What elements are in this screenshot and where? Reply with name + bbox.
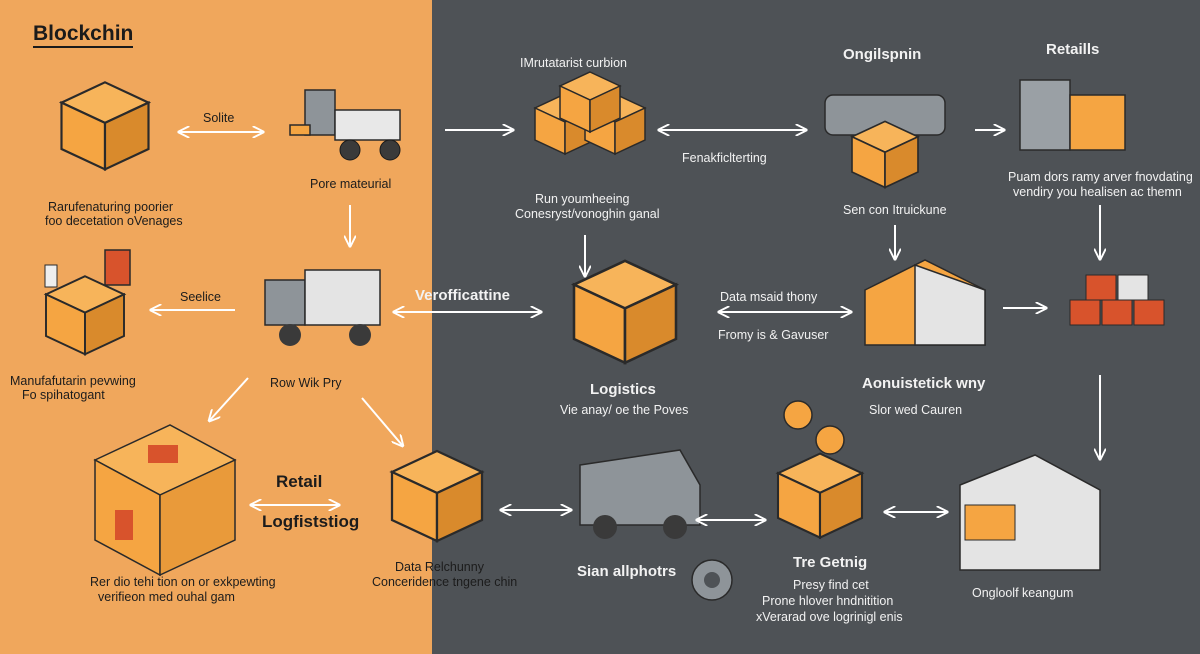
- label-data-rel-2: Conceridence tngene chin: [372, 575, 518, 589]
- label-sian: Sian allphotrs: [577, 563, 677, 580]
- warehouse-icon: [864, 259, 986, 346]
- label-retaills: Retaills: [1046, 41, 1100, 58]
- label-puam-2: vendiry you healisen ac themn: [1013, 185, 1182, 199]
- logistics-box-icon: [572, 259, 678, 365]
- cube-stack-icon: [390, 449, 484, 543]
- label-ongloolf: Ongloolf keangum: [972, 586, 1074, 600]
- label-manu-1: Manufafutarin pevwing: [10, 374, 136, 388]
- label-rer-2: verifieon med ouhal gam: [98, 590, 235, 604]
- label-raru-2: foo decetation oVenages: [45, 214, 183, 228]
- delivery-truck-icon: [264, 269, 381, 346]
- label-pore-material: Pore mateurial: [310, 177, 392, 191]
- label-ongilspnin: Ongilspnin: [843, 46, 922, 63]
- label-aonuist: Aonuistetick wny: [862, 375, 986, 392]
- label-imutatarist: IMrutatarist curbion: [520, 56, 627, 70]
- label-tre-getnig: Tre Getnig: [793, 554, 868, 571]
- label-vie-anay: Vie anay/ oe the Poves: [560, 403, 689, 417]
- label-row-wik: Row Wik Pry: [270, 376, 342, 390]
- label-seelice: Seelice: [180, 290, 221, 304]
- label-run-2: Conesryst/vonoghin ganal: [515, 207, 660, 221]
- label-solite: Solite: [203, 111, 235, 125]
- label-fenak: Fenakficlterting: [682, 151, 767, 165]
- label-presy-1: Presy find cet: [793, 578, 869, 592]
- label-fromy: Fromy is & Gavuser: [718, 328, 829, 342]
- label-presy-3: xVerarad ove logrinigl enis: [756, 610, 903, 624]
- van-icon: [579, 449, 701, 539]
- label-data-rel-1: Data Relchunny: [395, 560, 484, 574]
- storefront-icon: [959, 454, 1101, 571]
- label-logfiststiog: Logfiststiog: [262, 512, 360, 531]
- factory-icon: [1019, 79, 1126, 151]
- crate-pile-icon: [1069, 274, 1165, 326]
- label-logistics: Logistics: [590, 381, 656, 398]
- forklift-icon: [289, 89, 401, 161]
- label-data-msaid: Data msaid thony: [720, 290, 818, 304]
- machine-icon: [824, 94, 946, 189]
- location-pin-icon: [776, 400, 864, 539]
- label-run-1: Run youmheeing: [535, 192, 630, 206]
- open-box-icon: [93, 424, 237, 577]
- label-sen-con: Sen con Itruickune: [843, 203, 947, 217]
- label-puam-1: Puam dors ramy arver fnovdating: [1008, 170, 1193, 184]
- label-manu-2: Fo spihatogant: [22, 388, 105, 402]
- label-rer-1: Rer dio tehi tion on or exkpewting: [90, 575, 276, 589]
- label-slor-wed: Slor wed Cauren: [869, 403, 963, 417]
- label-retail: Retail: [276, 472, 323, 491]
- label-presy-2: Prone hlover hndnitition: [762, 594, 894, 608]
- gear-icon: [691, 559, 733, 601]
- cardboard-box-icon: [60, 81, 150, 171]
- label-verofi: Verofficattine: [415, 287, 511, 304]
- bottle-crate-icon: [44, 249, 131, 356]
- label-raru-1: Rarufenaturing poorier: [48, 200, 174, 214]
- diagram-title: Blockchin: [33, 22, 134, 48]
